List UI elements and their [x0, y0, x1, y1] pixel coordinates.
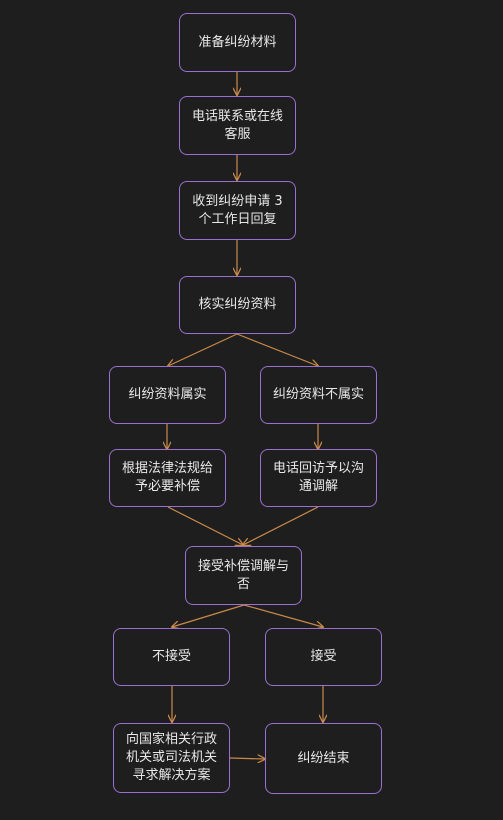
node-materials-false: 纠纷资料不属实 [260, 366, 377, 424]
node-verify-materials: 核实纠纷资料 [179, 276, 296, 334]
edge-mediate-accept [243, 506, 319, 545]
node-prepare-materials: 准备纠纷材料 [179, 13, 296, 72]
node-reject: 不接受 [113, 628, 230, 686]
node-appeal: 向国家相关行政机关或司法机关寻求解决方案 [113, 723, 230, 793]
node-contact-service: 电话联系或在线客服 [179, 96, 296, 155]
edge-verify-true [168, 333, 238, 366]
edge-acceptq-accept [243, 604, 323, 627]
node-accept: 接受 [265, 628, 382, 686]
node-compensate: 根据法律法规给予必要补偿 [109, 449, 226, 507]
edge-verify-false [236, 333, 318, 366]
node-accept-question: 接受补偿调解与否 [185, 546, 302, 605]
edge-acceptq-reject [172, 604, 245, 627]
node-materials-true: 纠纷资料属实 [109, 366, 226, 424]
edge-compensate-accept [167, 506, 243, 545]
node-dispute-end: 纠纷结束 [265, 723, 382, 794]
node-mediate: 电话回访予以沟通调解 [260, 449, 377, 507]
edge-appeal-end [229, 758, 265, 759]
node-receive-application: 收到纠纷申请 3 个工作日回复 [179, 181, 296, 240]
